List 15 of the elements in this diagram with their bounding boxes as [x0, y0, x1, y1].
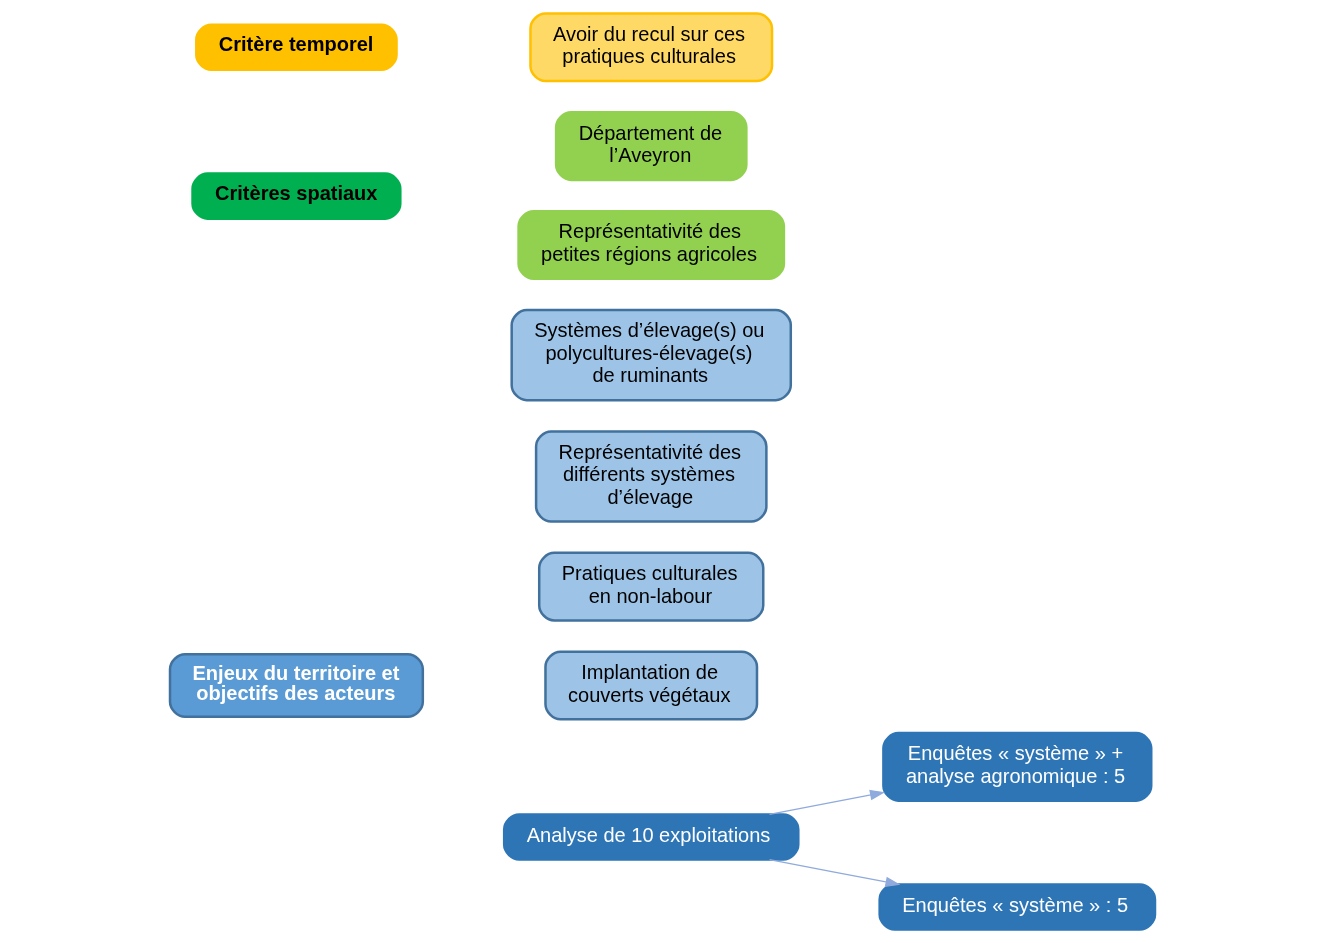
node-box: Systèmes d’élevage(s) ou polycultures-élevage(s) de ruminants — [509, 308, 792, 402]
node-box: Critères spatiaux — [190, 172, 402, 220]
node-box: Pratiques culturales en non-labour — [537, 551, 764, 622]
node-box: Enquêtes « système » : 5 — [877, 883, 1156, 931]
arrow — [768, 858, 900, 888]
node-box: Représentativité des différents systèmes d’élevage — [534, 430, 768, 523]
node-box: Analyse de 10 exploitations — [502, 813, 800, 861]
node-box: Avoir du recul sur ces pratiques culturales — [528, 12, 773, 83]
node-box: Représentativité des petites régions agricoles — [516, 209, 785, 280]
node-box: Département de l’Aveyron — [554, 111, 748, 182]
node-box: Implantation de couverts végétaux — [543, 650, 758, 721]
arrow — [768, 789, 885, 815]
node-box: Enquêtes « système » + analyse agronomique : 5 — [881, 731, 1152, 802]
node-box: Enjeux du territoire et objectifs des acteurs — [168, 653, 424, 719]
node-box: Critère temporel — [194, 23, 398, 71]
